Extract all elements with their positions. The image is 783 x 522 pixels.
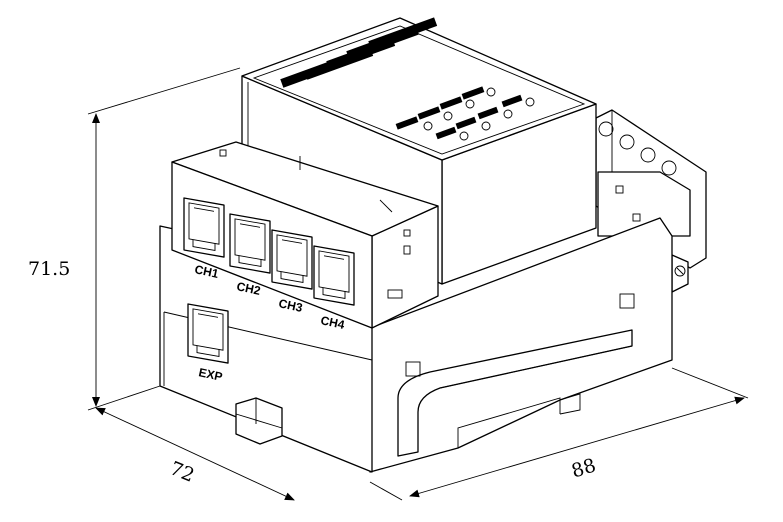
port-label-ch2: CH2 [235, 279, 262, 298]
dim-width-label: 88 [569, 454, 599, 482]
rj45-port-ch2 [229, 213, 271, 274]
port-label-ch3: CH3 [277, 296, 304, 315]
dim-depth-label: 72 [167, 457, 198, 486]
rj45-port-ch4 [313, 245, 355, 306]
port-label-ch1: CH1 [193, 262, 220, 281]
terminal-block [595, 109, 707, 293]
rj45-port-exp [187, 303, 229, 364]
rj45-port-ch3 [271, 229, 313, 290]
port-label-exp: EXP [197, 365, 223, 384]
rj45-port-ch1 [183, 197, 225, 258]
dim-height-label: 71.5 [28, 258, 70, 280]
top-labels [280, 17, 535, 141]
dimension-lines [87, 67, 749, 501]
port-label-ch4: CH4 [319, 313, 346, 332]
